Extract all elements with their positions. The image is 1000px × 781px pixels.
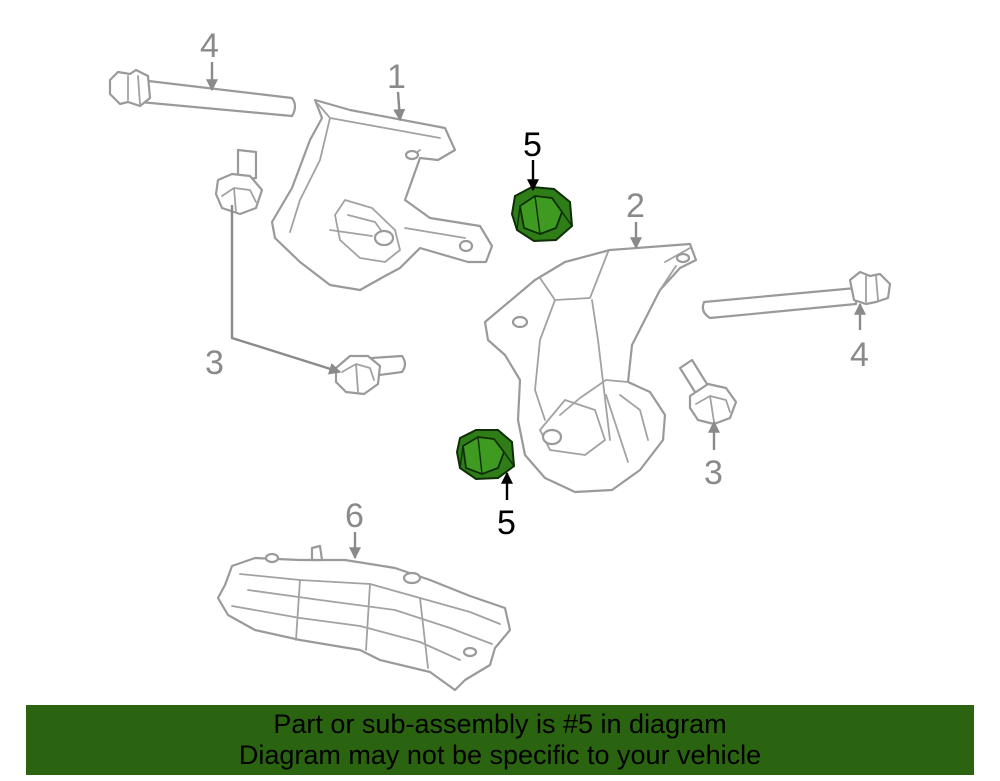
callout-5-lower: 5	[497, 504, 516, 542]
crossmember	[216, 544, 512, 692]
callout-1: 1	[387, 58, 406, 96]
info-banner: Part or sub-assembly is #5 in diagram Di…	[26, 705, 974, 775]
through-bolt-right	[701, 270, 892, 320]
through-bolt-left	[108, 68, 297, 118]
callout-3-right: 3	[704, 454, 723, 492]
mount-bolt-right	[678, 358, 738, 426]
leader-line-1	[393, 91, 406, 122]
callout-4-right: 4	[850, 336, 869, 374]
callout-4-upper: 4	[200, 27, 219, 65]
callout-6: 6	[345, 497, 364, 535]
mount-nut-upper	[510, 185, 574, 243]
mount-nut-lower	[455, 429, 516, 481]
banner-line-part-info: Part or sub-assembly is #5 in diagram	[273, 709, 727, 739]
leader-line-3a	[230, 205, 342, 375]
parts-diagram: 1 4 2 3 4 3 6 5 5	[108, 27, 892, 692]
callout-3-left: 3	[205, 344, 224, 382]
banner-line-disclaimer: Diagram may not be specific to your vehi…	[238, 740, 762, 770]
callout-2: 2	[626, 187, 645, 225]
mount-bracket-lower	[483, 242, 698, 494]
mount-bolt-lower-left	[334, 354, 407, 396]
callout-5-upper: 5	[523, 126, 542, 164]
mount-bolt-upper	[214, 148, 264, 216]
mount-bracket-upper	[270, 98, 494, 292]
